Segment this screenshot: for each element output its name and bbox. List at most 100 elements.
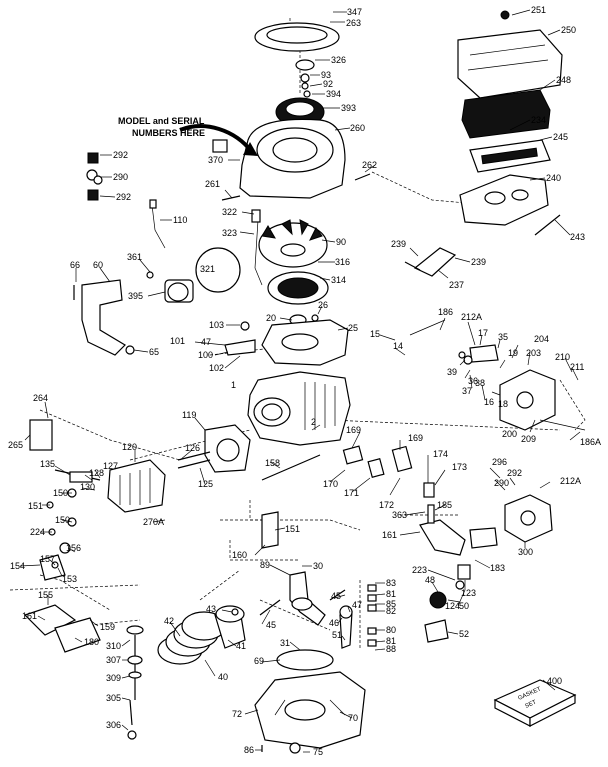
part-number-labels: 347 263 326 93 92 394 393 251 250 248 23… [8, 5, 601, 757]
part-label: 223 [412, 565, 427, 575]
part-label: 306 [106, 720, 121, 730]
part-label: 370 [208, 155, 223, 165]
part-label: 363 [392, 510, 407, 520]
part-label: 290 [113, 172, 128, 182]
part-label: 88 [386, 644, 396, 654]
part-label: 237 [449, 280, 464, 290]
part-label: 209 [521, 434, 536, 444]
part-label: 161 [382, 530, 397, 540]
part-label: 43 [206, 604, 216, 614]
engine-block [247, 371, 351, 446]
part-label: 183 [490, 563, 505, 573]
gasket-box-label-line2: SET [524, 699, 537, 709]
part-label: 85 [386, 599, 396, 609]
part-label: 180 [84, 637, 99, 647]
part-label: 260 [350, 123, 365, 133]
part-label: 361 [127, 252, 142, 262]
part-label: 90 [336, 237, 346, 247]
part-label: 395 [128, 291, 143, 301]
part-label: 48 [425, 575, 435, 585]
part-label: 26 [318, 300, 328, 310]
part-label: 292 [113, 150, 128, 160]
part-label: 250 [561, 25, 576, 35]
parts [23, 10, 586, 754]
part-label: 186A [580, 437, 601, 447]
part-237 [413, 247, 457, 277]
part-label: 212A [461, 312, 482, 322]
part-label: 307 [106, 655, 121, 665]
part-label: 185 [437, 500, 452, 510]
part-label: 292 [116, 192, 131, 202]
part-label: 45 [331, 591, 341, 601]
part-label: 292 [507, 468, 522, 478]
part-label: 245 [553, 132, 568, 142]
part-label: 240 [546, 173, 561, 183]
part-label: 161 [22, 611, 37, 621]
air-filter-element [461, 89, 551, 139]
part-label: 169 [346, 425, 361, 435]
part-label: 239 [391, 239, 406, 249]
part-label: 321 [200, 264, 215, 274]
part-label: 18 [498, 399, 508, 409]
part-label: 75 [313, 747, 323, 757]
serial-arrow [179, 124, 254, 154]
part-label: 159 [100, 622, 115, 632]
part-label: 83 [386, 578, 396, 588]
part-label: 42 [164, 616, 174, 626]
part-label: 92 [323, 79, 333, 89]
detail-circle-321 [195, 247, 241, 293]
part-label: 158 [265, 458, 280, 468]
part-label: 400 [547, 676, 562, 686]
part-label: 46 [329, 618, 339, 628]
part-label: 82 [386, 606, 396, 616]
part-label: 211 [570, 362, 584, 372]
part-label: 203 [526, 348, 541, 358]
part-label: 323 [222, 228, 237, 238]
part-label: 172 [379, 500, 394, 510]
part-label: 314 [331, 275, 346, 285]
part-label: 47 [352, 600, 362, 610]
part-label: 50 [459, 601, 469, 611]
part-label: 160 [232, 550, 247, 560]
part-label: 326 [331, 55, 346, 65]
part-label: 263 [346, 18, 361, 28]
part-label: 52 [459, 629, 469, 639]
part-label: 212A [560, 476, 581, 486]
part-label: 1 [231, 380, 236, 390]
part-label: 173 [452, 462, 467, 472]
part-label: 270A [143, 517, 164, 527]
part-label: 290 [494, 478, 509, 488]
part-label: 169 [408, 433, 423, 443]
part-label: 20 [266, 313, 276, 323]
part-label: 36 [468, 376, 478, 386]
leader-lines [19, 9, 581, 753]
part-label: 347 [347, 7, 362, 17]
part-label: 80 [386, 625, 396, 635]
part-label: 119 [182, 410, 196, 420]
part-label: 135 [40, 459, 55, 469]
part-label: 153 [62, 574, 77, 584]
part-label: 37 [462, 386, 472, 396]
part-label: 157 [40, 554, 55, 564]
part-label: 127 [103, 461, 118, 471]
part-label: 125 [198, 479, 213, 489]
part-label: 40 [218, 672, 228, 682]
part-label: 234 [531, 115, 546, 125]
part-label: 89 [260, 560, 270, 570]
part-label: 151 [28, 501, 43, 511]
part-label: 19 [508, 348, 518, 358]
carburetor [107, 459, 166, 513]
part-label: 305 [106, 693, 121, 703]
part-label: 296 [492, 457, 507, 467]
part-label: 126 [185, 443, 200, 453]
part-label: 393 [341, 103, 356, 113]
part-label: 102 [209, 363, 224, 373]
part-label: 155 [38, 590, 53, 600]
part-label: 15 [370, 329, 380, 339]
part-label: 30 [313, 561, 323, 571]
part-label: 300 [518, 547, 533, 557]
part-label: 174 [433, 449, 448, 459]
part-label: 110 [173, 215, 187, 225]
part-label: 239 [471, 257, 486, 267]
